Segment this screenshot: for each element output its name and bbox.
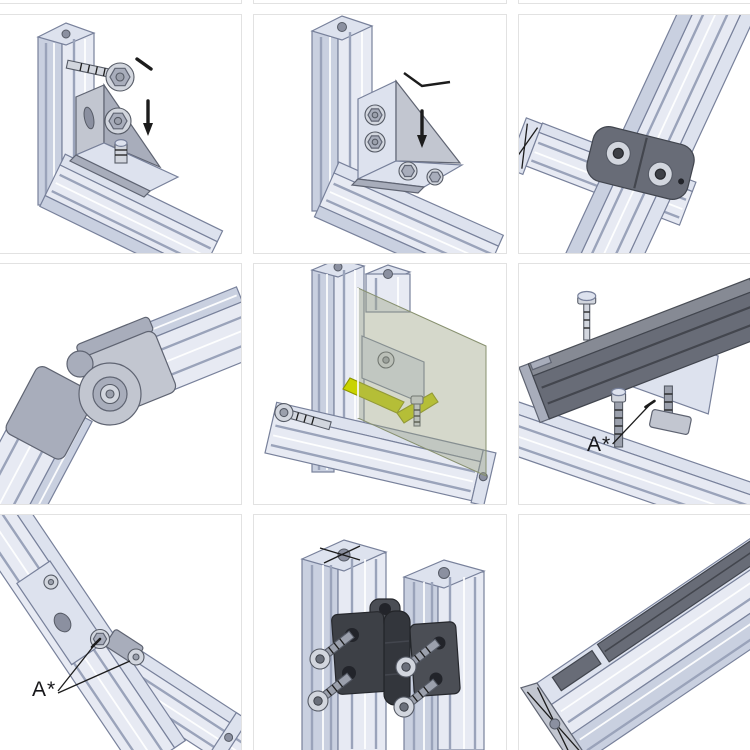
partial-tile-above-3: [518, 0, 750, 4]
hex-bolt-lower: [104, 107, 132, 135]
profile-end-cut: [519, 682, 590, 750]
base-bolt-2: [426, 168, 444, 186]
door-hinge-illustration: [300, 539, 486, 750]
slide-nut-block: [649, 408, 692, 436]
product-image-tile-7[interactable]: A*: [0, 514, 242, 750]
bracket-bolt-2: [364, 131, 386, 153]
base-bolt-1: [398, 161, 418, 181]
corner-bracket-exploded-illustration: [36, 22, 224, 253]
product-image-tile-5[interactable]: [253, 263, 507, 505]
profile-bar: [519, 515, 750, 750]
bracket-bolt-1: [364, 104, 386, 126]
partial-tile-above-1: [0, 0, 242, 4]
pivot-connector: [5, 316, 177, 460]
diagonal-brace-joint-illustration: [0, 515, 241, 750]
socket-screw-1: [309, 630, 355, 670]
brace-plate: [16, 560, 106, 666]
clamp-block: [586, 126, 695, 200]
glass-panel: [357, 287, 487, 477]
angle-support-joint-illustration: [519, 277, 750, 504]
cross-clamp-joint-illustration: [519, 15, 750, 253]
part-label: A*: [32, 678, 57, 701]
top-screw: [577, 290, 597, 341]
brace-bolt-2: [127, 648, 145, 666]
t-nut-stud: [114, 138, 128, 164]
label-leader-lines: [57, 637, 131, 694]
assembly-wrench-mark: [403, 72, 451, 88]
corner-post-end: [364, 264, 412, 313]
product-image-tile-2[interactable]: [253, 14, 507, 254]
assembly-arrow-down: [417, 109, 427, 148]
socket-screw-2: [307, 672, 353, 712]
slot-cover-strip: [596, 515, 750, 663]
side-screw: [274, 403, 332, 431]
socket-screw-4: [393, 678, 439, 718]
assembly-arrow-down: [143, 99, 153, 136]
socket-screw-3: [395, 638, 441, 678]
inner-screw: [410, 395, 424, 427]
label-leader-line: [612, 399, 656, 445]
product-image-tile-6[interactable]: A*: [518, 263, 750, 505]
base-profile: [519, 399, 750, 504]
horizontal-profile: [264, 401, 497, 504]
slot-cover-profile-illustration: [519, 515, 750, 750]
bolt-long: [611, 387, 627, 448]
product-image-tile-1[interactable]: [0, 14, 242, 254]
product-image-tile-4[interactable]: [0, 263, 242, 505]
assembly-arrow-tilt: [135, 57, 153, 71]
cover-insert-piece: [551, 649, 602, 692]
product-image-tile-8[interactable]: [253, 514, 507, 750]
diagonal-profile: [563, 15, 750, 253]
pivot-hinge-joint-illustration: [0, 286, 241, 504]
hex-bolt-upper: [105, 62, 135, 92]
gusset-corner-bracket-illustration: [310, 15, 505, 253]
angled-dark-profile: [519, 277, 750, 424]
panel-mount-corner-illustration: [264, 264, 497, 504]
partial-tile-above-2: [253, 0, 507, 4]
product-image-tile-9[interactable]: [518, 514, 750, 750]
part-label: A*: [587, 433, 612, 456]
black-hinge: [331, 598, 461, 706]
pivot-bolt: [99, 383, 121, 405]
product-image-tile-3[interactable]: [518, 14, 750, 254]
